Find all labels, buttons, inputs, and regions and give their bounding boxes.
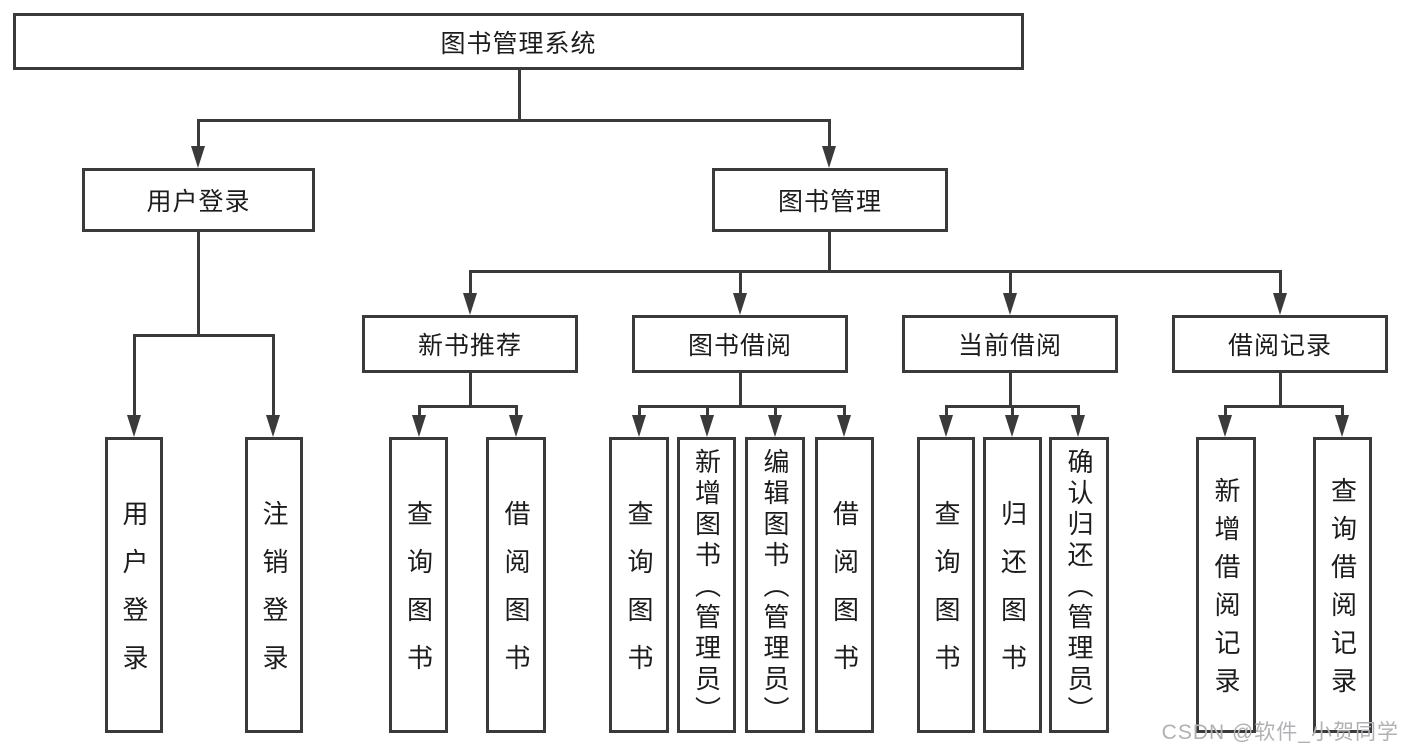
connector-borrowing-stem xyxy=(739,373,742,408)
node-borrowing-records: 借阅记录 xyxy=(1172,315,1388,373)
arrowhead-book-management xyxy=(822,146,836,168)
connector-borrowing-rail xyxy=(638,405,846,408)
leaf-newbook-borrow-books: 借阅图书 xyxy=(486,437,546,733)
connector-drop-cb-confirm xyxy=(1077,405,1080,418)
connector-current-stem xyxy=(1009,373,1012,408)
leaf-confirm-return-admin: 确认归还（管理员） xyxy=(1049,437,1109,733)
connector-drop-br-query xyxy=(1341,405,1344,418)
leaf-logout: 注销登录 xyxy=(245,437,303,733)
connector-drop-book-management xyxy=(828,119,831,148)
arrowhead-leaf-logout xyxy=(266,415,280,437)
arrowhead-br-add xyxy=(1218,415,1232,437)
arrowhead-cb-return xyxy=(1005,415,1019,437)
arrowhead-borrowing-records xyxy=(1273,293,1287,315)
connector-root-rail xyxy=(197,119,831,122)
leaf-current-query-books-label: 查询图书 xyxy=(931,500,961,692)
connector-newbook-rail xyxy=(418,405,518,408)
leaf-edit-books-admin-label: 编辑图书（管理员） xyxy=(760,448,790,727)
leaf-confirm-return-admin-label: 确认归还（管理员） xyxy=(1064,448,1094,727)
connector-userlogin-stem xyxy=(197,232,200,336)
arrowhead-bb-borrow xyxy=(837,415,851,437)
arrowhead-current-borrowing xyxy=(1003,293,1017,315)
connector-drop-nb-borrow xyxy=(515,405,518,418)
leaf-user-login-label: 用户登录 xyxy=(119,500,149,692)
connector-bookmgmt-stem xyxy=(828,232,831,272)
arrowhead-user-login-group xyxy=(191,146,205,168)
leaf-borrowing-query-books: 查询图书 xyxy=(609,437,669,733)
node-book-management-label: 图书管理 xyxy=(777,188,882,216)
arrowhead-nb-borrow xyxy=(509,415,523,437)
node-current-borrowing-label: 当前借阅 xyxy=(957,332,1062,360)
connector-drop-bb-edit xyxy=(774,405,777,418)
leaf-user-login: 用户登录 xyxy=(105,437,163,733)
connector-records-stem xyxy=(1279,373,1282,408)
node-library-system-label: 图书管理系统 xyxy=(440,29,597,58)
connector-drop-current-borrowing xyxy=(1009,270,1012,295)
connector-drop-user-login-group xyxy=(197,119,200,148)
connector-drop-book-borrowing xyxy=(739,270,742,295)
arrowhead-bb-add xyxy=(700,415,714,437)
node-user-login-group: 用户登录 xyxy=(82,168,315,232)
leaf-newbook-borrow-books-label: 借阅图书 xyxy=(501,500,531,692)
connector-records-rail xyxy=(1224,405,1344,408)
connector-drop-leaf-user-login xyxy=(133,334,136,417)
csdn-watermark: CSDN @软件_小贺同学 xyxy=(1161,721,1399,744)
leaf-add-borrow-record-label: 新增借阅记录 xyxy=(1211,477,1241,705)
connector-drop-bb-borrow xyxy=(843,405,846,418)
arrowhead-cb-query xyxy=(939,415,953,437)
arrowhead-leaf-user-login xyxy=(127,415,141,437)
arrowhead-book-borrowing xyxy=(733,293,747,315)
arrowhead-cb-confirm xyxy=(1071,415,1085,437)
node-book-borrowing: 图书借阅 xyxy=(632,315,848,373)
arrowhead-new-book xyxy=(463,293,477,315)
connector-drop-leaf-logout xyxy=(272,334,275,417)
leaf-return-books-label: 归还图书 xyxy=(997,500,1028,692)
node-book-borrowing-label: 图书借阅 xyxy=(687,332,792,360)
leaf-edit-books-admin: 编辑图书（管理员） xyxy=(745,437,805,733)
leaf-newbook-query-books: 查询图书 xyxy=(389,437,448,733)
leaf-logout-label: 注销登录 xyxy=(259,500,289,692)
leaf-add-books-admin-label: 新增图书（管理员） xyxy=(691,448,722,727)
node-new-book-recommend: 新书推荐 xyxy=(362,315,578,373)
connector-root-stem xyxy=(518,70,521,121)
node-current-borrowing: 当前借阅 xyxy=(902,315,1118,373)
connector-drop-new-book xyxy=(469,270,472,295)
connector-newbook-stem xyxy=(469,373,472,408)
connector-bookmgmt-rail xyxy=(469,270,1282,273)
node-book-management: 图书管理 xyxy=(712,168,948,232)
leaf-query-borrow-record-label: 查询借阅记录 xyxy=(1327,477,1358,705)
arrowhead-bb-edit xyxy=(768,415,782,437)
leaf-borrow-books: 借阅图书 xyxy=(815,437,874,733)
node-new-book-recommend-label: 新书推荐 xyxy=(417,332,522,360)
leaf-newbook-query-books-label: 查询图书 xyxy=(403,500,434,692)
arrowhead-nb-query xyxy=(412,415,426,437)
leaf-add-borrow-record: 新增借阅记录 xyxy=(1196,437,1256,733)
node-borrowing-records-label: 借阅记录 xyxy=(1227,332,1332,360)
connector-drop-nb-query xyxy=(418,405,421,418)
connector-userlogin-rail xyxy=(133,334,275,337)
node-user-login-group-label: 用户登录 xyxy=(146,188,251,216)
arrowhead-bb-query xyxy=(632,415,646,437)
connector-drop-cb-query xyxy=(945,405,948,418)
leaf-return-books: 归还图书 xyxy=(983,437,1042,733)
leaf-add-books-admin: 新增图书（管理员） xyxy=(677,437,736,733)
leaf-borrow-books-label: 借阅图书 xyxy=(829,500,860,692)
node-library-system: 图书管理系统 xyxy=(13,13,1024,70)
connector-drop-cb-return xyxy=(1011,405,1014,418)
leaf-query-borrow-record: 查询借阅记录 xyxy=(1313,437,1372,733)
leaf-borrowing-query-books-label: 查询图书 xyxy=(624,500,654,692)
connector-drop-br-add xyxy=(1224,405,1227,418)
connector-drop-borrowing-records xyxy=(1279,270,1282,295)
leaf-current-query-books: 查询图书 xyxy=(917,437,975,733)
connector-drop-bb-add xyxy=(706,405,709,418)
arrowhead-br-query xyxy=(1335,415,1349,437)
connector-drop-bb-query xyxy=(638,405,641,418)
